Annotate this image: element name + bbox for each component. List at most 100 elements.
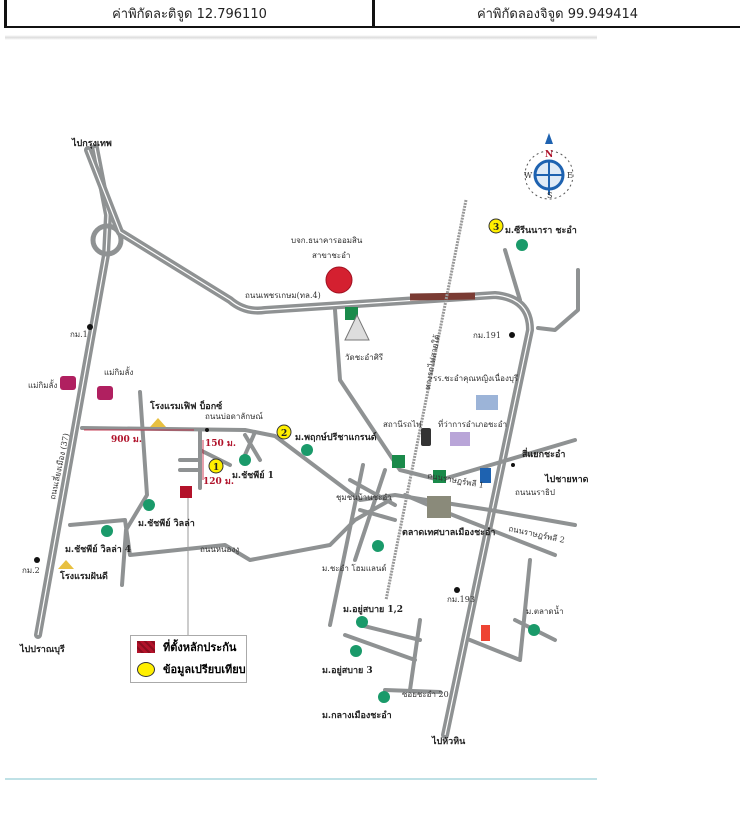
coordinates-header: ค่าพิกัดละติจูด 12.796110 ค่าพิกัดลองจิจ… [4,0,740,28]
map-label: โรงแรมเฟิฟ บ็อกซ์ [149,399,222,412]
map-shape [372,540,384,552]
map-label: สถานีรถไฟ [383,420,422,429]
map-label: 1 [213,463,219,473]
map-label: ไปชายหาด [544,473,589,485]
map-label: ม.ชัชพีย์ วิลล่า [138,517,195,529]
map-label: ม.ตลาดน้ำ [526,605,564,616]
map-label: ที่ว่าการอำเภอชะอำ [438,418,507,429]
map-label: 150 ม. [205,439,236,449]
map-label: E [567,171,573,180]
map-shape [80,426,577,527]
map-shape [503,248,580,332]
map-label: ชุมชนบ้านชะอำ [336,493,392,502]
map-label: ถนนเพชรเกษม(ทล.4) [245,291,321,300]
map-label: กม.193 [447,595,475,604]
map-label: 900 ม. [111,435,142,445]
map-shape [509,332,515,338]
map-shape [454,587,460,593]
village-icons [101,239,540,703]
map-label: กม.1 [70,330,88,339]
map-label: 2 [281,429,287,439]
collateral-swatch-icon [137,641,155,653]
longitude-cell: ค่าพิกัดลองจิจูด 99.949414 [375,0,740,28]
map-shape [90,223,124,257]
phetkasem-road [84,146,534,739]
latitude-cell: ค่าพิกัดละติจูด 12.796110 [4,0,375,28]
comparison-marker-1: 1 [208,458,224,474]
map-shape [524,150,574,200]
collateral-site-marker [180,486,192,498]
seven-eleven-icon [345,307,358,320]
map-shape [356,616,368,628]
map-shape [343,618,442,694]
legend-collateral: ที่ตั้งหลักประกัน [131,636,246,658]
map-shape [101,525,113,537]
map-shape [328,463,397,627]
map-label: ม.ซีรีนนารา ชะอำ [505,225,577,236]
legend-comparison-label: ข้อมูลเปรียบเทียบ [163,663,246,676]
map-label: S [547,191,552,200]
map-shape [488,218,504,234]
bottom-divider [5,778,597,780]
map-label: ถนนนราธิป [515,488,555,497]
market-icon [427,496,451,518]
map-shape [205,428,209,432]
hotel-icon [150,418,166,427]
comparison-dot-icon [137,661,155,677]
comparison-marker-2: 2 [276,424,292,440]
map-label: กม.2 [22,566,40,575]
shop-icon [60,376,76,390]
temple-icon [344,313,370,341]
map-labels: ไปกรุงเทพ ไปปราณบุรี ไปหัวหิน ไปชายหาด บ… [19,137,589,747]
map-shape [516,239,528,251]
train-icon [421,428,431,446]
legend-comparison: ข้อมูลเปรียบเทียบ [131,658,246,680]
map-shape [239,454,251,466]
map-shape [511,463,515,467]
district-office-icon [450,432,470,446]
map-shape [545,133,553,144]
map-label: ม.กลางเมืองชะอำ [322,709,392,721]
map-label: ซอยชะอำ 20 [402,690,449,699]
map-shape [143,499,155,511]
map-label: ถนนราษฎร์พลี 1 [427,470,485,490]
map-label: ม.ชะอำ โฮมแลนด์ [322,563,387,573]
map-shape [350,645,362,657]
bank-logo-icon [325,266,353,294]
map-shape [333,308,577,482]
map-label: ไปปราณบุรี [19,643,65,655]
map-shape [87,324,93,330]
map-shape [87,149,531,736]
divider [5,35,597,40]
map-label: สี่แยกชะอำ [521,447,565,460]
hotel-icon [58,560,74,569]
map-shape [208,458,224,474]
map-label: ไปหัวหิน [431,735,466,747]
map-label: 3 [493,223,499,233]
school-icon [476,395,498,410]
map-label: กม.191 [473,331,501,340]
map-shape [34,557,40,563]
km-dots [34,324,515,593]
map-label: ม.ชัชพีย์ 1 [232,469,274,481]
shop-icon [97,386,113,400]
map-label: 120 ม. [203,477,234,487]
map-legend: ที่ตั้งหลักประกัน ข้อมูลเปรียบเทียบ [130,635,247,683]
map-label: ไปกรุงเทพ [71,137,112,149]
map-label: วัดชะอำศิรี [345,353,384,362]
seven-eleven-icon [392,455,405,468]
map-label: W [524,171,533,180]
map-label: สาขาชะอำ [312,251,350,260]
map-label: ม.ชัชพีย์ วิลล่า 4 [65,543,131,555]
map-label: รร.ชะอำคุณหญิงเนื่องบุรี [433,372,519,383]
highlight-segment [409,292,476,301]
map-shape [243,430,262,462]
map-shape [378,691,390,703]
bank-icon [480,468,491,483]
comparison-marker-3: 3 [488,218,504,234]
legend-collateral-label: ที่ตั้งหลักประกัน [163,641,237,654]
map-shape [528,624,540,636]
map-label: โรงแรมฝันดี [59,570,108,582]
map-shape [301,444,313,456]
